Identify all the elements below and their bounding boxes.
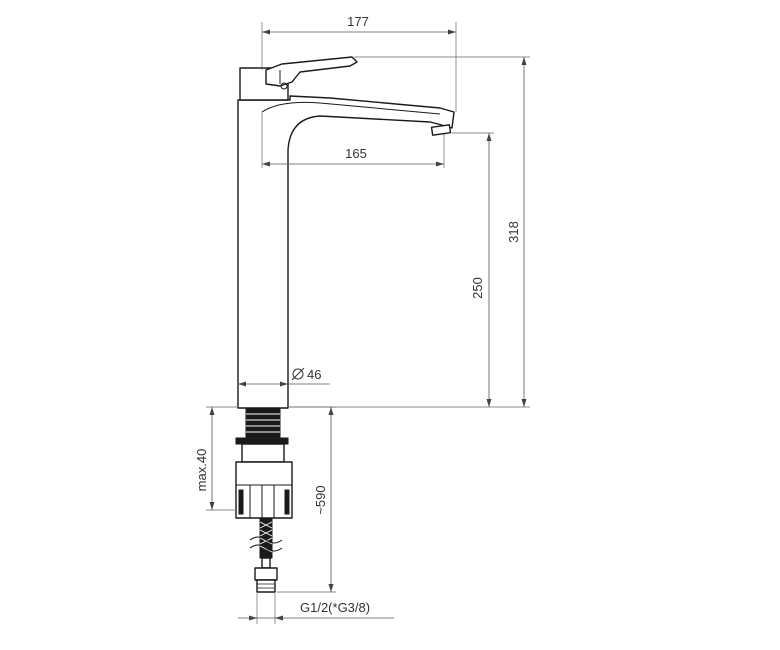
faucet-outline xyxy=(237,56,455,409)
dim-connection-thread: G1/2(*G3/8) xyxy=(238,592,394,624)
dim-label-total-reach: 177 xyxy=(347,14,369,29)
dim-total-reach: 177 xyxy=(261,14,457,112)
spout-inner-edge xyxy=(261,101,441,115)
dim-label-connection-thread: G1/2(*G3/8) xyxy=(300,600,370,615)
dim-total-height: 318 xyxy=(288,56,530,408)
dim-label-body-diameter: 46 xyxy=(307,367,321,382)
dim-hose-length: ~590 xyxy=(277,406,336,593)
faucet-body xyxy=(237,95,455,409)
dim-spout-height: 250 xyxy=(452,132,494,407)
washer xyxy=(235,437,289,445)
dim-spout-reach: 165 xyxy=(261,112,445,168)
dim-label-total-height: 318 xyxy=(506,221,521,243)
hose-break-mark xyxy=(249,536,283,544)
dim-label-hose-length: ~590 xyxy=(313,485,328,514)
diameter-symbol xyxy=(292,368,304,380)
hose-break-mark-2 xyxy=(249,544,283,552)
lever-pivot xyxy=(280,82,288,90)
hose-fitting-thread xyxy=(256,579,276,593)
dim-deck-thickness: max.40 xyxy=(194,406,238,511)
dim-label-spout-height: 250 xyxy=(470,277,485,299)
threaded-shank xyxy=(245,407,281,439)
fixing-nut xyxy=(241,443,285,463)
dim-label-spout-reach: 165 xyxy=(345,146,367,161)
hose-fitting-nut xyxy=(254,567,278,581)
dim-label-deck-thickness: max.40 xyxy=(194,449,209,492)
hose-fitting-nipple xyxy=(261,557,271,569)
lever-handle xyxy=(265,56,358,87)
fixing-bracket xyxy=(235,461,293,519)
aerator xyxy=(430,124,452,136)
dim-body-diameter: 46 xyxy=(238,367,330,387)
mounting-parts xyxy=(235,407,293,593)
